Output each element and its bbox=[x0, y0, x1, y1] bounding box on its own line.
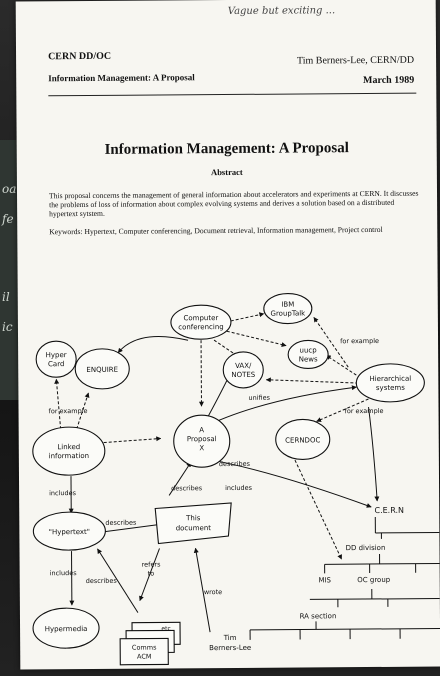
node-label: GroupTalk bbox=[270, 309, 306, 317]
dashed-edges bbox=[54, 312, 369, 560]
edge-label: describes bbox=[171, 484, 203, 492]
node-label: uucp bbox=[300, 346, 318, 354]
diagram-edge-labels: for example for example for example unif… bbox=[49, 337, 384, 596]
node-label: ACM bbox=[137, 653, 152, 661]
node-label: C.E.R.N bbox=[374, 506, 404, 515]
node-label: conferencing bbox=[178, 323, 224, 331]
edge bbox=[76, 392, 90, 430]
proposal-page: Vague but exciting ... CERN DD/OC Inform… bbox=[15, 0, 440, 670]
board-text: il bbox=[2, 290, 10, 304]
proposal-diagram: Computer conferencing IBM GroupTalk Hype… bbox=[32, 293, 440, 666]
edge bbox=[98, 436, 162, 444]
node-label: OC group bbox=[357, 576, 391, 584]
edge bbox=[97, 548, 139, 613]
edge bbox=[117, 335, 189, 354]
edge bbox=[54, 378, 62, 430]
edge bbox=[316, 398, 369, 422]
edge-label: includes bbox=[225, 484, 253, 492]
node-label: CERNDOC bbox=[285, 436, 320, 444]
linked-information-node bbox=[32, 426, 106, 476]
node-label: Hyper bbox=[46, 351, 67, 359]
node-label: "Hypertext" bbox=[49, 528, 90, 536]
edge bbox=[265, 377, 359, 384]
node-label: IBM bbox=[281, 301, 294, 309]
node-label: Hierarchical bbox=[369, 375, 411, 383]
node-label: Tim bbox=[223, 634, 237, 642]
node-label: Hypermedia bbox=[45, 625, 88, 633]
node-label: Card bbox=[48, 360, 64, 368]
node-label: VAX/ bbox=[235, 362, 252, 370]
node-label: A bbox=[199, 426, 204, 434]
edge-label: describes bbox=[105, 519, 137, 527]
node-label: NOTES bbox=[231, 371, 256, 379]
enquire-node bbox=[74, 348, 130, 390]
node-label: Computer bbox=[183, 314, 218, 322]
edge-label: describes bbox=[86, 577, 118, 585]
diagram-node-labels: Computer conferencing IBM GroupTalk Hype… bbox=[45, 301, 412, 661]
board-text: fe bbox=[2, 212, 14, 226]
node-label: etc bbox=[161, 625, 170, 632]
board-text: ic bbox=[2, 320, 13, 334]
hierarchy-line bbox=[309, 598, 440, 600]
this-document-node bbox=[154, 502, 232, 545]
hierarchy-line bbox=[250, 628, 440, 631]
edge-label: includes bbox=[50, 569, 78, 577]
edge bbox=[325, 354, 357, 376]
node-label: document bbox=[176, 524, 212, 532]
node-label: Berners-Lee bbox=[209, 644, 251, 652]
cerndoc-node bbox=[275, 418, 331, 461]
edge bbox=[213, 339, 244, 361]
hierarchy-line bbox=[324, 563, 440, 565]
node-label: ENQUIRE bbox=[86, 366, 118, 374]
hyper-card-node bbox=[35, 340, 77, 378]
edge bbox=[201, 385, 357, 429]
computer-conferencing-node bbox=[170, 304, 232, 340]
vax-notes-node bbox=[222, 351, 264, 389]
edge-label: includes bbox=[49, 489, 77, 497]
edge-label: wrote bbox=[204, 588, 222, 596]
cern-hierarchy bbox=[249, 516, 440, 640]
edge-label: unifies bbox=[248, 394, 270, 402]
edge-label: for example bbox=[340, 337, 379, 345]
edge bbox=[225, 312, 265, 323]
node-label: Linked bbox=[57, 443, 80, 451]
node-label: MIS bbox=[318, 576, 331, 584]
edge bbox=[193, 547, 211, 633]
node-label: systems bbox=[376, 384, 405, 392]
edge-label: for example bbox=[49, 407, 88, 415]
edge bbox=[94, 523, 160, 535]
edge bbox=[368, 406, 380, 502]
diagram-shapes bbox=[32, 293, 425, 666]
edge bbox=[139, 548, 160, 602]
edge bbox=[168, 461, 192, 496]
hierarchical-systems-node bbox=[355, 363, 425, 403]
uucp-news-node bbox=[287, 339, 329, 369]
node-label: information bbox=[49, 452, 89, 460]
document-stack-front bbox=[119, 637, 169, 666]
proposal-node bbox=[173, 414, 231, 468]
edge bbox=[313, 316, 349, 368]
hypertext-node bbox=[32, 511, 106, 551]
edge bbox=[292, 455, 343, 560]
edge-label: describes bbox=[219, 460, 251, 468]
node-label: Proposal bbox=[187, 435, 217, 443]
node-label: News bbox=[299, 355, 318, 363]
node-label: This bbox=[185, 514, 201, 522]
edge bbox=[221, 329, 287, 347]
node-label: RA section bbox=[300, 612, 337, 620]
board-text: oa bbox=[2, 182, 17, 196]
node-label: Comms bbox=[132, 644, 157, 652]
node-label: X bbox=[199, 444, 204, 452]
hypermedia-node bbox=[32, 607, 100, 649]
ibm-grouptalk-node bbox=[263, 293, 313, 325]
edge-label: for example bbox=[345, 407, 384, 415]
node-label: DD division bbox=[346, 544, 386, 552]
edge-label: refers bbox=[142, 560, 162, 568]
edge-label: to bbox=[148, 570, 155, 578]
